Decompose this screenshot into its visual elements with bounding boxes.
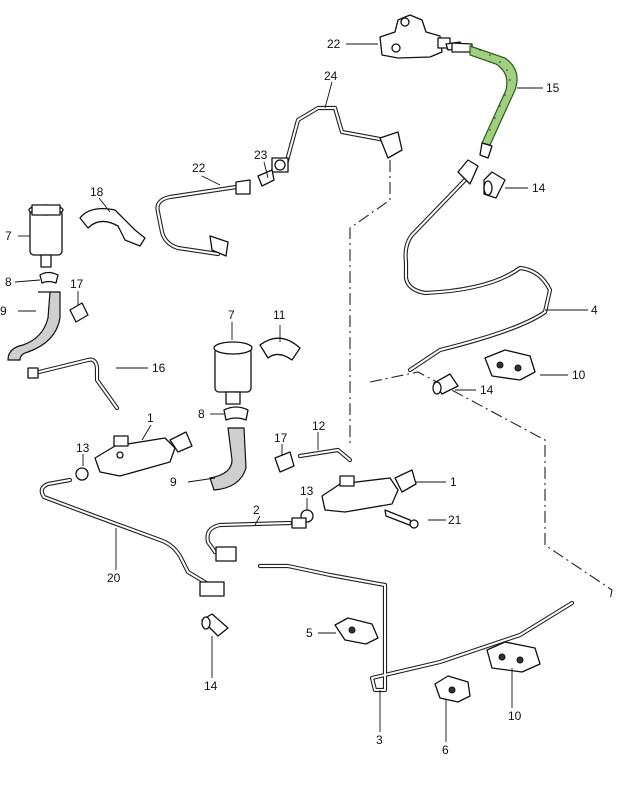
part-8-reservoir-mid [213,341,253,405]
callout-7-top: 10 [572,368,586,382]
callout-3: 3 [376,733,383,747]
part-22-fitting [235,179,251,195]
callout-9-mid: 8 [198,407,205,421]
callout-17-top: 17 [70,277,84,291]
callout-20: 21 [448,513,462,527]
callout-12: 12 [312,419,326,433]
part-7-clip-top [484,349,536,381]
part-24-end [379,131,403,159]
part-14-sleeve-top [483,171,506,199]
part-18-bracket [79,207,146,247]
callout-14-bottom: 14 [204,679,218,693]
callout-10-top: 9 [0,304,7,318]
part-20-bolt [384,509,413,527]
callout-7-bottom: 10 [508,709,522,723]
part-10-hose-mid [209,427,247,491]
callout-22: 22 [192,161,206,175]
callout-5: 5 [306,626,313,640]
line-2-end [291,517,307,529]
callout-19: 20 [107,571,121,585]
part-15-hose [451,42,518,159]
callout-11: 11 [273,308,286,322]
part-22-end [209,235,229,257]
callout-18: 18 [90,185,104,199]
line-2-fitting [215,546,237,562]
part-1-cylinder-right [321,469,417,513]
callout-15: 15 [546,81,560,95]
callout-17-mid: 17 [274,431,288,445]
callout-23: 23 [254,148,268,162]
part-6-clip [434,675,471,703]
part-11-bracket [259,337,301,361]
part-14-sleeve-bottom [201,613,229,637]
part-23-fitting [257,157,289,187]
callout-21: 22 [327,37,341,51]
callout-9-top: 8 [5,275,12,289]
part-10-hose-top [7,291,61,361]
callout-6: 6 [442,743,449,757]
callout-1-left: 1 [147,411,154,425]
callout-8-mid: 7 [228,308,235,322]
leader-lines [14,43,588,742]
part-9-clamp-mid [223,406,249,421]
part-14-sleeve-mid [432,373,459,395]
part-21-cylinder [379,14,464,59]
callout-labels: 22 15 24 23 22 18 7 8 9 17 14 4 10 14 16… [0,37,598,757]
line-16-end [27,367,39,379]
callout-2: 2 [253,503,260,517]
callout-14-mid: 14 [480,383,494,397]
line-19-fitting [199,581,225,597]
part-5-clip [334,617,379,645]
part-17-clamp-top [69,302,89,323]
callout-1-right: 1 [450,475,457,489]
part-7-clip-bottom [486,641,541,673]
callout-13-right: 13 [300,484,314,498]
callout-14-top: 14 [532,181,546,195]
callout-13-left: 13 [76,441,90,455]
callout-24: 24 [324,69,338,83]
line-4-fitting [457,159,479,185]
part-9-clamp-top [39,271,59,284]
part-8-reservoir-top [28,204,64,268]
callout-8-top: 7 [5,229,12,243]
callout-10-mid: 9 [170,475,177,489]
part-17-clamp-mid [274,451,295,473]
part-13-washer-left [75,467,89,481]
guide-lines [349,160,613,601]
callout-16: 16 [152,361,166,375]
part-1-cylinder-left [94,431,193,477]
callout-4: 4 [591,303,598,317]
